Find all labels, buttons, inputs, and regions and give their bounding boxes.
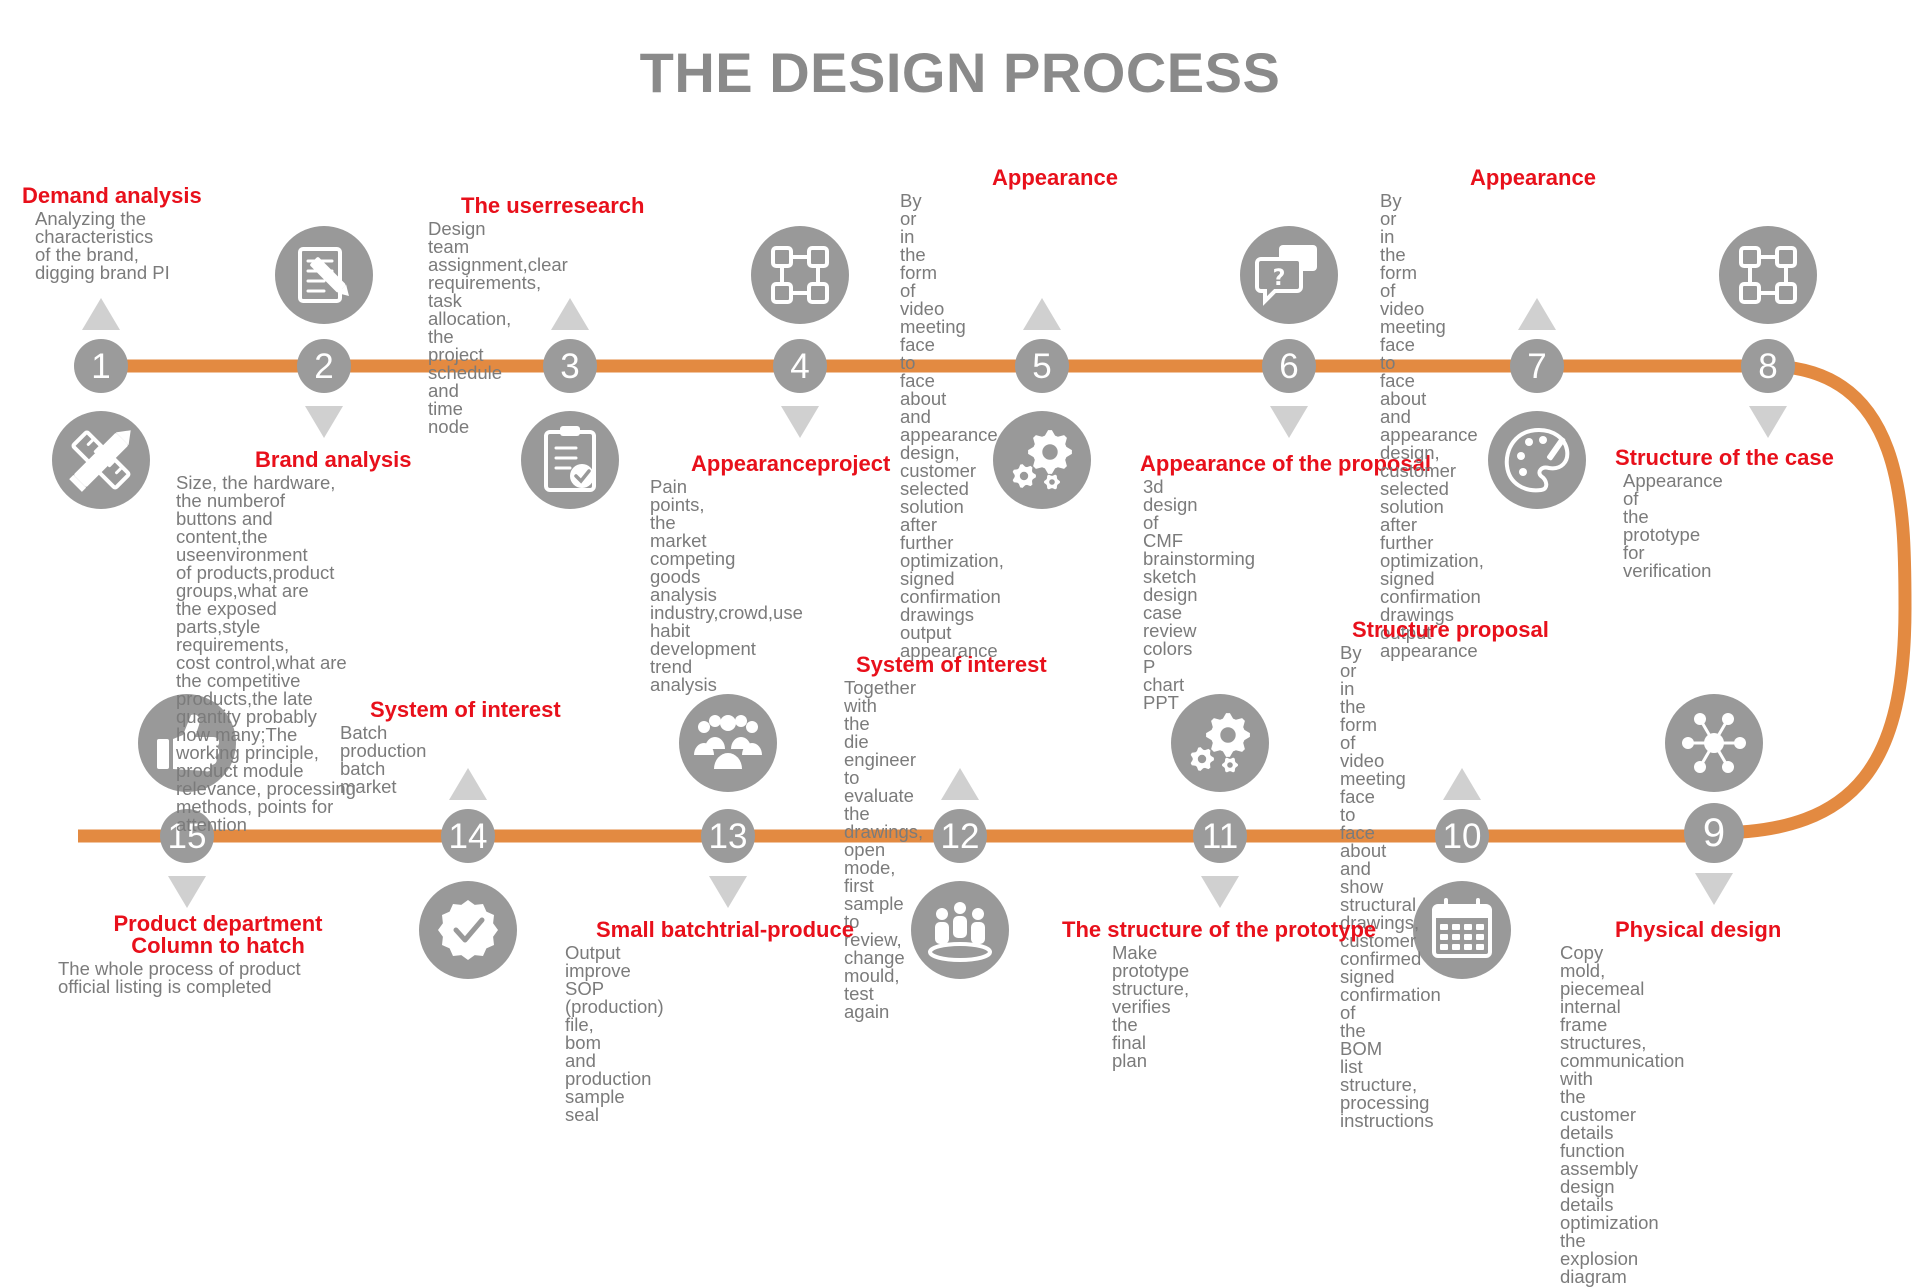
step-number-15: 15 [168,817,207,856]
step-13-icon-circle [679,694,777,792]
arrow-layer [82,298,1787,908]
step-15-title: Product department Column to hatch [113,911,323,958]
step-2-title: Brand analysis [255,447,412,472]
step-node-1: 1 [74,339,128,393]
flowchart-icon [771,246,829,304]
step-arrow-3 [551,298,589,330]
step-node-15: 15 [160,809,214,863]
people-group-icon [694,715,762,769]
step-number-5: 5 [1032,347,1051,386]
step-10-icon-circle [1413,881,1511,979]
step-number-3: 3 [560,347,579,386]
step-node-11: 11 [1193,809,1247,863]
step-arrow-12 [941,768,979,800]
step-14-description: Batch production batch market [340,722,427,797]
step-arrow-13 [709,876,747,908]
step-number-8: 8 [1758,347,1777,386]
step-arrow-11 [1201,876,1239,908]
step-number-14: 14 [449,817,488,856]
step-number-10: 10 [1443,817,1482,856]
step-node-5: 5 [1015,339,1069,393]
clipboard-check-icon [544,426,596,492]
gears-icon [1190,713,1250,773]
flowchart-icon [1739,246,1797,304]
process-track [78,359,1912,843]
page-title: THE DESIGN PROCESS [639,41,1281,104]
step-arrow-7 [1518,298,1556,330]
step-number-7: 7 [1527,347,1546,386]
step-number-11: 11 [1202,817,1238,856]
chat-question-icon: ? [1255,245,1317,306]
step-node-10: 10 [1435,809,1489,863]
step-number-13: 13 [709,817,748,856]
badge-check-icon [438,900,498,960]
step-1-title: Demand analysis [22,183,202,208]
step-4-icon-circle [751,226,849,324]
step-arrow-4 [781,406,819,438]
step-number-4: 4 [790,347,809,386]
step-node-8: 8 [1741,339,1795,393]
network-share-icon [1682,713,1746,773]
step-arrow-14 [449,768,487,800]
step-number-6: 6 [1279,347,1298,386]
thumbs-up-icon [157,714,220,772]
step-3-icon-circle [521,411,619,509]
step-number-9: 9 [1703,811,1725,855]
svg-text:?: ? [1273,266,1286,291]
step-node-6: 6 [1262,339,1316,393]
step-number-12: 12 [941,817,980,856]
step-node-13: 13 [701,809,755,863]
pencil-ruler-icon [69,430,131,492]
calendar-icon [1432,898,1492,958]
step-8-icon-circle [1719,226,1817,324]
step-arrow-5 [1023,298,1061,330]
step-arrow-6 [1270,406,1308,438]
step-node-9: 9 [1684,803,1744,863]
step-node-14: 14 [441,809,495,863]
icon-layer: ? [52,226,1817,979]
notepad-pen-icon [298,247,349,303]
step-node-7: 7 [1510,339,1564,393]
track-line [78,359,1912,843]
step-node-2: 2 [297,339,351,393]
step-arrow-1 [82,298,120,330]
step-7-icon-circle [1488,411,1586,509]
gears-icon [1012,430,1072,490]
step-arrow-15 [168,876,206,908]
step-node-4: 4 [773,339,827,393]
palette-icon [1504,427,1570,493]
step-number-2: 2 [314,347,333,386]
step-node-12: 12 [933,809,987,863]
step-arrow-2 [305,406,343,438]
step-2-description: Size, the hardware, the numberof buttons… [176,472,356,835]
step-node-3: 3 [543,339,597,393]
step-arrow-9 [1695,873,1733,905]
step-15-description: The whole process of product official li… [58,958,301,997]
step-arrow-10 [1443,768,1481,800]
team-podium-icon [928,902,992,962]
step-number-1: 1 [91,347,110,386]
step-arrow-8 [1749,406,1787,438]
step-1-description: Analyzing the characteristics of the bra… [35,208,170,283]
